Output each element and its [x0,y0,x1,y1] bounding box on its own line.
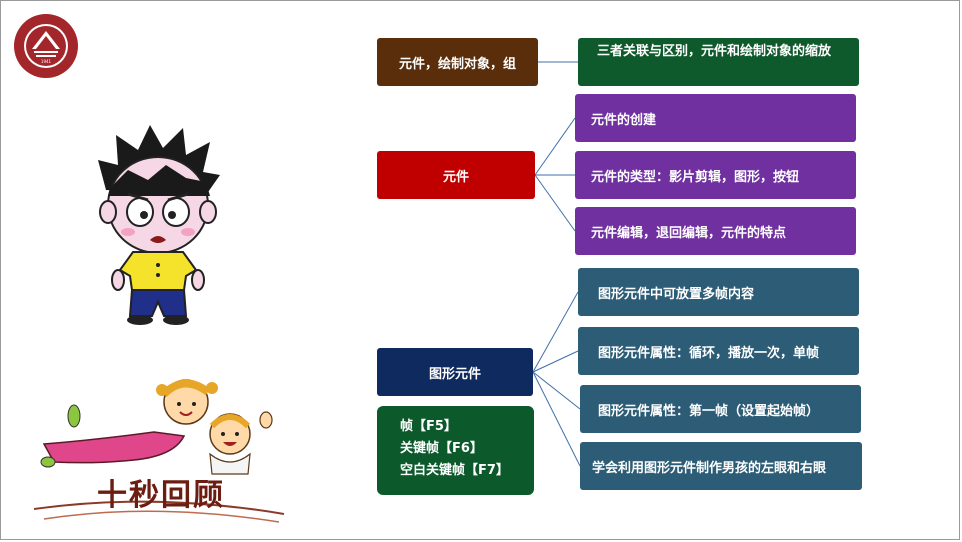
node-graphic-frames: 图形元件中可放置多帧内容 [578,268,859,316]
shortcut-blank-keyframe: 空白关键帧【F7】 [400,460,534,482]
shortcut-keyframe: 关键帧【F6】 [400,438,534,460]
node-symbol-types: 元件的类型：影片剪辑，图形，按钮 [575,151,856,199]
node-symbol-create: 元件的创建 [575,94,856,142]
node-graphic-eyes: 学会利用图形元件制作男孩的左眼和右眼 [580,442,862,490]
node-symbol: 元件 [377,151,535,199]
node-relation: 三者关联与区别，元件和绘制对象的缩放 [578,38,859,86]
node-graphic-symbol: 图形元件 [377,348,533,396]
node-graphic-prop-first: 图形元件属性：第一帧（设置起始帧） [580,385,861,433]
shortcuts-box: 帧【F5】 关键帧【F6】 空白关键帧【F7】 [377,406,534,495]
node-symbol-edit: 元件编辑，退回编辑，元件的特点 [575,207,856,255]
shortcut-frame: 帧【F5】 [400,416,534,438]
node-symbol-object-group: 元件，绘制对象，组 [377,38,538,86]
node-graphic-prop-loop: 图形元件属性：循环，播放一次，单帧 [578,327,859,375]
